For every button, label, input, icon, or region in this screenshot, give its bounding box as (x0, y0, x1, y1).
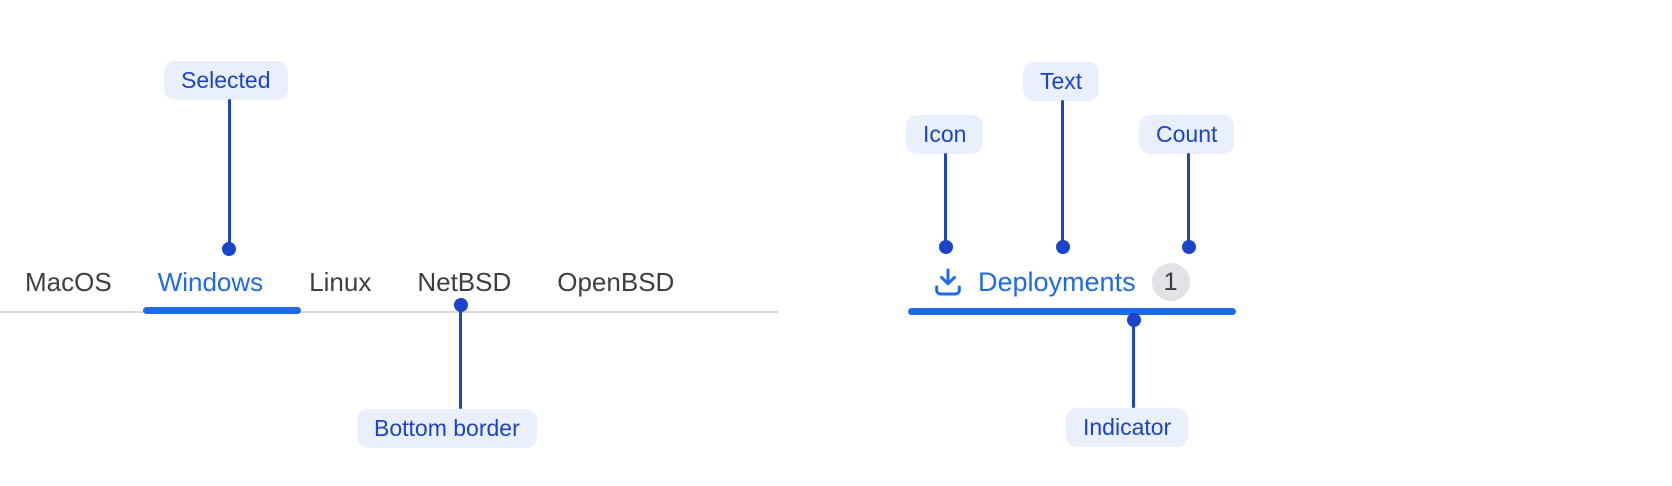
tab-linux[interactable]: Linux (309, 267, 372, 297)
bottom-border-annotation-pill: Bottom border (357, 409, 537, 448)
text-connector-dot (1056, 240, 1070, 254)
count-connector-line (1187, 153, 1190, 244)
indicator-annotation-pill: Indicator (1066, 408, 1189, 447)
download-icon (931, 265, 965, 299)
count-badge: 1 (1151, 263, 1190, 301)
tab-deployments[interactable]: Deployments 1 (931, 262, 1190, 302)
icon-connector-line (944, 153, 947, 244)
tab-macos[interactable]: MacOS (25, 267, 112, 297)
text-connector-line (1061, 100, 1064, 244)
tab-windows[interactable]: Windows (157, 267, 264, 297)
icon-connector-dot (939, 240, 953, 254)
count-annotation-pill: Count (1139, 115, 1235, 154)
indicator-connector-line (1132, 319, 1135, 408)
tab-netbsd[interactable]: NetBSD (417, 267, 512, 297)
selected-annotation-pill: Selected (164, 61, 288, 100)
tab-deployments-label: Deployments (978, 266, 1136, 297)
selected-connector-dot (222, 242, 236, 256)
selected-tab-underline (143, 307, 301, 314)
text-annotation-pill: Text (1023, 62, 1100, 101)
tab-bar-bottom-border (0, 311, 778, 313)
os-tab-bar: MacOS Windows Linux NetBSD OpenBSD (25, 262, 674, 302)
active-tab-indicator (908, 308, 1236, 315)
selected-connector-line (228, 99, 231, 246)
count-connector-dot (1182, 240, 1196, 254)
bottom-border-connector-line (459, 305, 462, 409)
icon-annotation-pill: Icon (906, 115, 984, 154)
tab-openbsd[interactable]: OpenBSD (557, 267, 675, 297)
